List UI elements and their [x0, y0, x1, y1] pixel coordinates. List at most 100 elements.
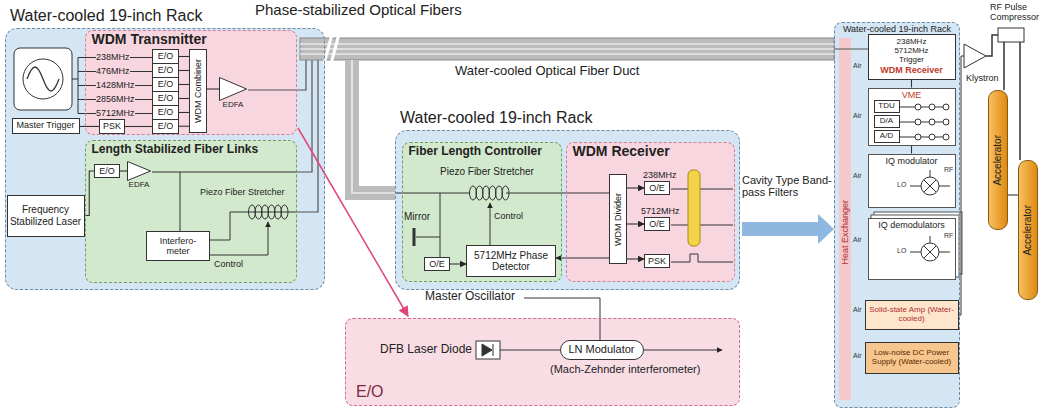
node-label: WDM Receiver	[880, 65, 943, 75]
connector	[911, 80, 912, 88]
node-label: O/E	[649, 219, 665, 229]
connector	[207, 88, 219, 89]
master-trigger: Master Trigger	[12, 118, 80, 134]
channel-wire	[900, 107, 946, 137]
node-label: EDFA	[213, 101, 253, 110]
coil-turn	[255, 205, 262, 219]
oe-converter: O/E	[424, 257, 450, 271]
accelerator: Accelerator	[1018, 160, 1038, 300]
port-label: LO	[897, 247, 906, 255]
oe-converter: O/E	[644, 217, 670, 231]
eo-detail: E/O LN Modulator	[345, 318, 740, 406]
frequency-label: 5712MHz	[96, 108, 135, 118]
node-label: E/O	[158, 65, 174, 75]
break-mark	[324, 34, 339, 64]
diode-symbol	[482, 344, 493, 356]
reference-line	[556, 258, 610, 259]
port-label: LO	[897, 181, 906, 189]
channel-dot	[929, 119, 935, 125]
control-line	[208, 222, 268, 255]
vme-fill	[868, 88, 956, 146]
part-label: DFB Laser Diode	[380, 343, 472, 356]
node-label: Accelerator	[992, 135, 1003, 186]
da-module: D/A	[874, 115, 900, 128]
node-label: EDFA	[121, 181, 157, 190]
frequency-label: 5712MHz	[641, 206, 680, 216]
piezo-coil	[249, 205, 289, 219]
part-label: Cavity Type Band-pass Filters	[742, 174, 834, 199]
coil-turn	[483, 186, 490, 200]
coil-turn	[268, 205, 275, 219]
node-label: E/O	[99, 166, 115, 176]
channel-dot	[943, 134, 949, 140]
node-label: LN Modulator	[568, 343, 634, 355]
node-label: Interfero- meter	[147, 236, 209, 256]
node-label: TDU	[878, 102, 894, 111]
node-label: WDM Receiver	[573, 144, 728, 160]
node-label: Solid-state Amp (Water-cooled)	[866, 306, 958, 324]
iq-fill	[868, 154, 956, 208]
connector	[627, 223, 644, 224]
bandpass-filter	[688, 170, 700, 246]
trigger-pulse	[671, 254, 733, 262]
wdm-combiner: WDM Combiner	[189, 49, 207, 133]
laser-box: Frequency Stabilized Laser	[7, 195, 85, 237]
flow-arrow	[742, 214, 834, 244]
mixer-cross	[910, 236, 950, 258]
connector	[80, 126, 100, 127]
control-line	[490, 203, 491, 246]
node-label: Length Stabilized Fiber Links	[92, 143, 290, 156]
coil-turn	[476, 186, 483, 200]
node-label: Fiber Length Controller	[409, 145, 555, 158]
coil-turn	[262, 205, 269, 219]
eo-converter: E/O	[152, 77, 179, 91]
node-label: E/O	[158, 107, 174, 117]
fiber-link-fill	[85, 140, 297, 283]
node-label: D/A	[880, 117, 893, 126]
rf-wire	[956, 56, 964, 315]
zoom-pointer	[298, 128, 408, 316]
coil-turn	[496, 186, 503, 200]
air-label: Air	[853, 112, 862, 120]
coil-turn	[249, 205, 256, 219]
connector	[179, 56, 189, 57]
coil-turn	[489, 186, 496, 200]
node-label: Master Trigger	[16, 120, 74, 130]
connector	[179, 70, 189, 71]
air-label: Air	[853, 352, 862, 360]
iq-fill	[868, 218, 956, 280]
frequency-label: 238MHz	[643, 170, 677, 180]
power-supply: Low-noise DC Power Supply (Water-cooled)	[865, 342, 959, 374]
phase-detector: 5712MHz Phase Detector	[466, 245, 556, 277]
channel-dot	[915, 104, 921, 110]
node-label: WDM Divider	[613, 193, 623, 246]
node-label: Accelerator	[1022, 205, 1033, 256]
frequency-label: 476MHz	[96, 66, 130, 76]
channel-dot	[943, 104, 949, 110]
rack-fill	[834, 22, 960, 408]
optical-fiber	[152, 172, 297, 240]
air-label: Air	[853, 172, 862, 180]
mixer-symbol	[910, 170, 950, 261]
node-label: 5712MHz Phase Detector	[467, 250, 555, 272]
eo-converter: E/O	[152, 49, 179, 63]
amplifier-triangle	[219, 77, 247, 101]
connector	[627, 258, 644, 259]
node-label: WDM Combiner	[193, 59, 203, 123]
node-label: PSK	[103, 121, 121, 131]
port-label: RF	[944, 166, 953, 174]
eo-converter: E/O	[152, 105, 179, 119]
node-label: E/O	[356, 383, 729, 401]
connector	[1008, 194, 1018, 195]
piezo-coil	[470, 186, 510, 200]
rack-panel: Water-cooled 19-inch RackFiber Length Co…	[395, 130, 740, 290]
vme-channels	[900, 104, 949, 140]
rack-fill	[5, 28, 325, 290]
connector	[120, 170, 127, 171]
node-label: Frequency Stabilized Laser	[8, 204, 84, 226]
coil-turn	[281, 205, 288, 219]
frequency-label: 1428MHz	[96, 80, 135, 90]
wdm-divider: WDM Divider	[609, 174, 627, 264]
channel-dot	[915, 134, 921, 140]
optical-fiber	[352, 60, 395, 193]
